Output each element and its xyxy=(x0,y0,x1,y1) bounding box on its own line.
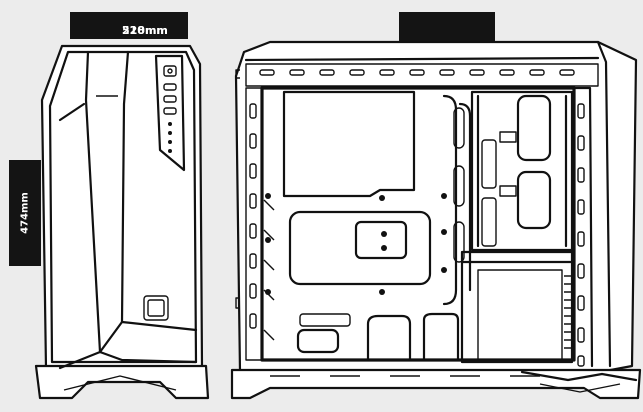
audio-port-icon xyxy=(168,149,172,153)
top-right-dimension-tab xyxy=(399,12,495,41)
audio-port-icon xyxy=(168,131,172,135)
front-button-icon xyxy=(163,95,177,103)
width-label: 220mm xyxy=(122,24,168,37)
depth-label: 518mm xyxy=(122,24,168,37)
audio-port-icon xyxy=(168,140,172,144)
front-view xyxy=(34,44,210,400)
audio-port-icon xyxy=(168,122,172,126)
front-button-icon xyxy=(163,107,177,115)
logo-badge-icon xyxy=(143,295,169,321)
power-button-icon xyxy=(163,65,177,77)
height-dimension-tab: 474mm xyxy=(9,160,41,266)
side-view xyxy=(230,40,642,400)
front-button-icon xyxy=(163,83,177,91)
